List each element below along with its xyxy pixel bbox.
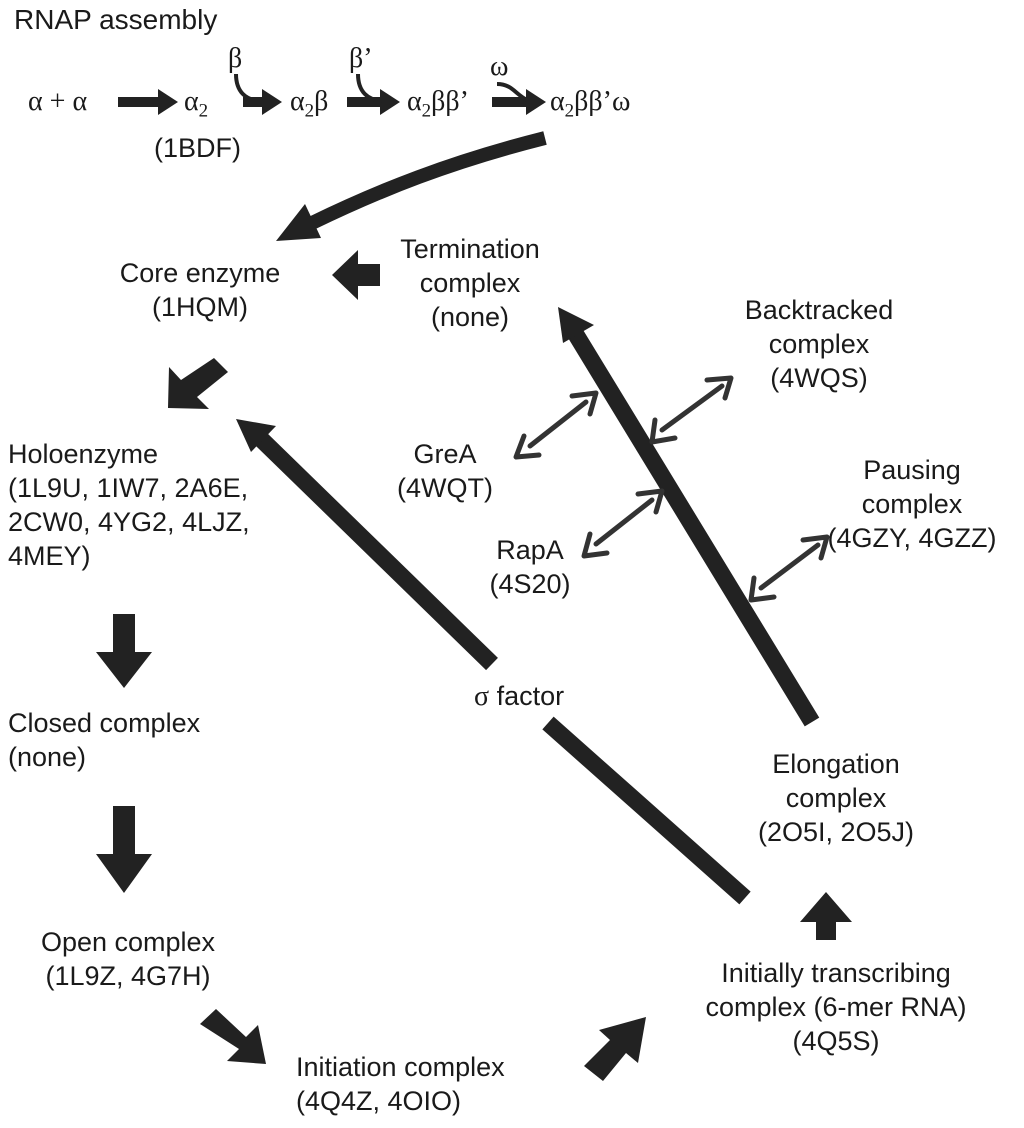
backtracked-label-2: complex (768, 329, 870, 359)
alpha2-pdb-id: (1BDF) (154, 133, 241, 163)
node-rapa: RapA (4S20) (455, 533, 605, 601)
arrow-alpha-to-alpha2 (118, 89, 178, 115)
node-elongation-complex: Elongation complex (2O5I, 2O5J) (736, 747, 936, 849)
open-complex-pdb: (1L9Z, 4G7H) (45, 961, 211, 991)
arrowhead-assembly-to-core (276, 204, 321, 241)
node-initially-transcribing-complex: Initially transcribing complex (6-mer RN… (658, 956, 1014, 1058)
double-arrow-backtracked (649, 375, 734, 445)
node-initiation-complex: Initiation complex (4Q4Z, 4OIO) (296, 1050, 505, 1118)
diagram-title: RNAP assembly (14, 4, 218, 35)
node-closed-complex: Closed complex (none) (8, 706, 200, 774)
arrow-initiation-to-itc (584, 1017, 646, 1081)
arrow-alpha2-to-alpha2beta (243, 89, 282, 115)
holoenzyme-pdb-1: (1L9U, 1IW7, 2A6E, (8, 473, 249, 503)
node-backtracked-complex: Backtracked complex (4WQS) (714, 293, 924, 395)
holoenzyme-pdb-2: 2CW0, 4YG2, 4LJZ, (8, 507, 250, 537)
arrow-alpha2betabetaprime-to-omega (492, 89, 546, 115)
curve-beta-prime (356, 73, 383, 103)
rapa-pdb: (4S20) (489, 569, 571, 599)
arrow-elongation-to-termination (567, 328, 820, 727)
holoenzyme-pdb-3: 4MEY) (8, 541, 91, 571)
assembly-subunit-curves (234, 73, 528, 103)
double-arrow-grea (513, 390, 599, 460)
node-core-enzyme: Core enzyme (1HQM) (90, 256, 310, 324)
arrow-termination-to-core (332, 250, 380, 300)
backtracked-pdb: (4WQS) (770, 363, 868, 393)
backtracked-label: Backtracked (744, 295, 894, 325)
pausing-pdb: (4GZY, 4GZZ) (827, 523, 997, 553)
termination-pdb: (none) (430, 302, 510, 332)
pausing-label: Pausing (863, 455, 961, 485)
assembly-alpha2-beta-betaprime-omega: α2ββ’ω (550, 86, 631, 122)
node-open-complex: Open complex (1L9Z, 4G7H) (8, 925, 248, 993)
sigma-factor-label: σ factor (474, 681, 565, 712)
elongation-label-2: complex (785, 783, 887, 813)
initiation-label: Initiation complex (296, 1052, 505, 1082)
initiation-pdb: (4Q4Z, 4OIO) (296, 1086, 462, 1116)
assembly-arrows (118, 89, 546, 115)
core-enzyme-label: Core enzyme (119, 258, 281, 288)
itc-label: Initially transcribing (721, 958, 951, 988)
curve-omega (496, 82, 528, 102)
grea-label: GreA (413, 439, 477, 469)
closed-complex-label: Closed complex (8, 708, 201, 738)
termination-label-2: complex (419, 268, 521, 298)
rapa-label: RapA (496, 535, 564, 565)
assembly-alpha2-beta-betaprime: α2ββ’ (407, 86, 469, 122)
arrow-core-to-holo (168, 358, 228, 409)
arrow-itc-to-elongation (800, 892, 852, 940)
arrowhead-elongation-to-termination (558, 307, 594, 343)
node-pausing-complex: Pausing complex (4GZY, 4GZZ) (812, 453, 1012, 555)
node-holoenzyme: Holoenzyme (1L9U, 1IW7, 2A6E, 2CW0, 4YG2… (8, 437, 250, 573)
itc-label-2: complex (6-mer RNA) (705, 992, 967, 1022)
arrowhead-sigma-to-holo (236, 419, 276, 452)
subunit-beta-prime-label: β’ (349, 43, 373, 74)
arrow-assembly-to-core (308, 131, 547, 230)
subunit-beta-label: β (228, 43, 243, 74)
arrow-closed-to-open (96, 806, 152, 893)
subunit-omega-label: ω (490, 51, 509, 82)
holoenzyme-label: Holoenzyme (8, 439, 159, 469)
node-grea: GreA (4WQT) (370, 437, 520, 505)
core-enzyme-pdb: (1HQM) (152, 292, 248, 322)
node-termination-complex: Termination complex (none) (370, 232, 570, 334)
closed-complex-pdb: (none) (8, 742, 87, 772)
arrow-holo-to-closed (96, 614, 152, 688)
assembly-alpha-plus-alpha: α + α (28, 86, 88, 117)
assembly-alpha2-beta: α2β (290, 86, 329, 122)
double-arrow-rapa (581, 488, 665, 559)
pausing-label-2: complex (861, 489, 963, 519)
grea-pdb: (4WQT) (397, 473, 493, 503)
elongation-label: Elongation (772, 749, 900, 779)
side-reaction-double-arrows (513, 375, 830, 603)
elongation-pdb: (2O5I, 2O5J) (757, 817, 915, 847)
curve-beta (234, 73, 261, 103)
termination-label: Termination (400, 234, 540, 264)
arrow-alpha2beta-to-alpha2betabetaprime (347, 89, 400, 115)
itc-pdb: (4Q5S) (792, 1026, 880, 1056)
double-arrow-pausing (748, 534, 830, 603)
assembly-alpha2: α2 (184, 86, 209, 122)
arrow-sigma-upper-segment (256, 433, 498, 671)
open-complex-label: Open complex (40, 927, 216, 957)
arrow-open-to-initiation (200, 1009, 266, 1064)
arrow-sigma-lower-segment (542, 716, 751, 905)
